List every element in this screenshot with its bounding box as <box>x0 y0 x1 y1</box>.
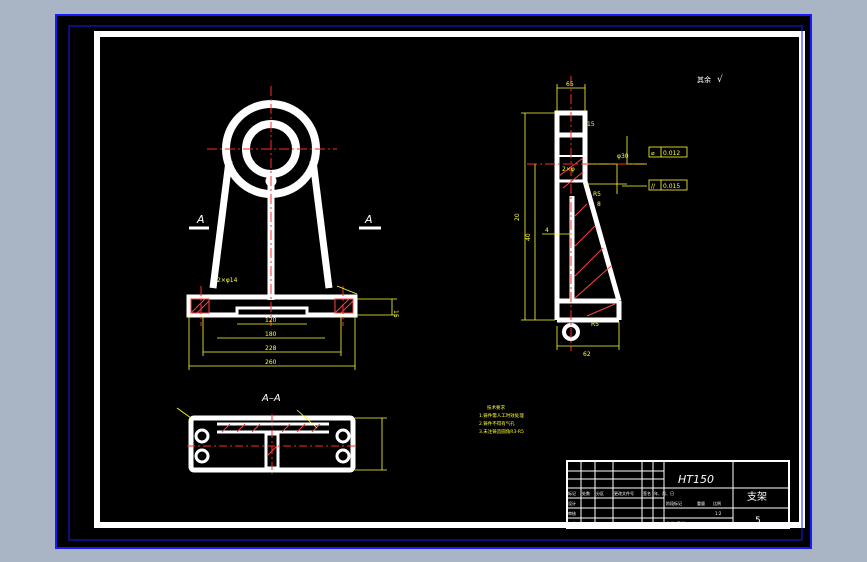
front-view <box>186 100 358 318</box>
section-label-left: A <box>196 213 205 226</box>
side-dim-40: 40 <box>525 233 532 241</box>
tb-weight: 重量 <box>697 500 705 506</box>
tb-h4: 签名 <box>643 490 651 496</box>
side-dim-8: 8 <box>597 201 601 208</box>
roughness-label: 其余 <box>697 75 711 84</box>
title-block <box>566 460 790 529</box>
dim-120: 120 <box>265 317 277 324</box>
section-hole-2 <box>194 448 210 464</box>
section-title: A–A <box>261 393 281 404</box>
side-rib-slope <box>582 180 622 302</box>
tb-scale: 1:2 <box>715 511 722 516</box>
tb-h1: 处数 <box>582 490 590 496</box>
part-name: 支架 <box>747 491 767 503</box>
tb-h5: 年、月、日 <box>654 490 674 496</box>
section-dimensions <box>176 407 387 471</box>
roughness-icon: √ <box>717 74 723 85</box>
tolerance-1: 0.012 <box>663 150 680 157</box>
side-dim-holes: 2×φ <box>562 166 575 173</box>
side-dim-4: 4 <box>545 227 549 234</box>
note-3: 3.未注铸造圆角R3-R5 <box>479 428 524 435</box>
section-label-right: A <box>364 213 373 226</box>
tb-stage: 阶段标记 <box>666 500 682 506</box>
parallel-icon: // <box>651 183 656 190</box>
dim-180: 180 <box>265 331 277 338</box>
side-dim-r5: R5 <box>591 321 599 328</box>
side-dimensions <box>521 84 688 350</box>
right-leg <box>309 160 333 289</box>
tb-h3: 更改文件号 <box>614 490 634 496</box>
section-hatching <box>221 423 321 457</box>
side-dim-phi30: φ30 <box>617 153 629 160</box>
section-hole-3 <box>335 428 351 444</box>
technical-notes: 技术要求 1.铸件需人工时效处理 2.铸件不得有气孔 3.未注铸造圆角R3-R5 <box>479 404 524 435</box>
side-dim-r5b: R5 <box>593 191 601 198</box>
side-dim-20: 20 <box>514 213 521 221</box>
tb-r0: 设计 <box>568 500 576 506</box>
left-leg <box>209 160 233 289</box>
section-hole-1 <box>194 428 210 444</box>
tb-h0: 标记 <box>568 490 576 496</box>
left-hatch-box <box>190 298 210 314</box>
dim-15: 15 <box>392 310 399 318</box>
side-dim-62: 62 <box>583 351 591 358</box>
dim-228: 228 <box>265 345 277 352</box>
section-hole-4 <box>335 448 351 464</box>
right-hatch-box <box>334 298 354 314</box>
notes-title: 技术要求 <box>487 404 505 411</box>
side-view <box>554 110 622 341</box>
note-2: 2.铸件不得有气孔 <box>479 420 515 427</box>
tb-h2: 分区 <box>596 490 604 496</box>
cad-drawing: A A 120 180 228 260 15 2×φ14 <box>68 25 803 541</box>
flatness-icon: ⌀ <box>651 150 655 157</box>
drawing-viewport[interactable]: A A 120 180 228 260 15 2×φ14 <box>55 14 812 549</box>
front-centerlines <box>200 86 344 326</box>
dim-holes: 2×φ14 <box>217 277 238 284</box>
tb-r2: 工艺 <box>568 521 576 526</box>
tb-sheet: 共 张 第 张 <box>666 520 686 526</box>
material-label: HT150 <box>678 473 714 486</box>
outer-frame-line <box>68 25 803 541</box>
sheet-number: 5 <box>755 516 761 526</box>
title-block-text: 标记 处数 分区 更改文件号 签名 年、月、日 设计 审核 工艺 阶段标记 重量… <box>568 490 722 526</box>
tolerance-2: 0.015 <box>663 183 680 190</box>
note-1: 1.铸件需人工时效处理 <box>479 412 524 419</box>
front-dimensions <box>188 285 397 370</box>
side-dim-65: 65 <box>566 81 574 88</box>
dim-260: 260 <box>265 359 277 366</box>
tb-scale-label: 比例 <box>713 500 721 506</box>
side-dim-15: 15 <box>587 121 595 128</box>
tb-r1: 审核 <box>568 510 576 516</box>
base-recess <box>235 306 309 318</box>
